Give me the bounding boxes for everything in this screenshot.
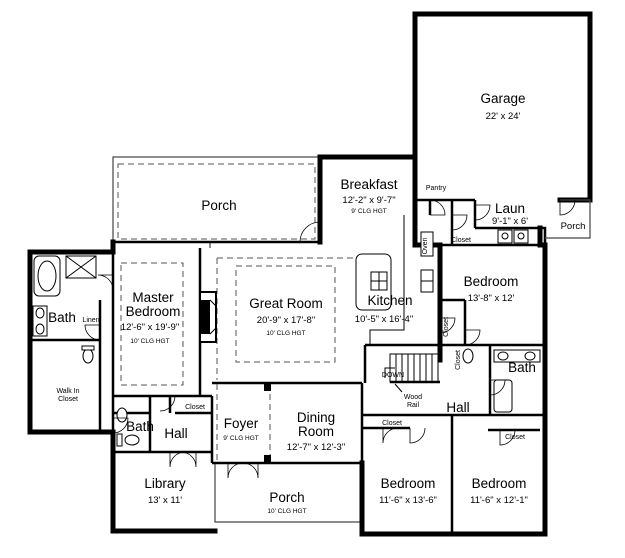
stair [384,353,440,384]
bath-east-label: Bath [508,360,536,375]
dining-label-2: Room [298,424,334,439]
porch-side-label: Porch [561,221,586,232]
walkin-label-1: Walk In [56,388,79,395]
laun-label: Laun [495,201,525,216]
master-dim: 12'-6" x 19'-9" [121,322,179,333]
bath-west-label: Bath [126,419,154,434]
dining-dim: 12'-7" x 12'-3" [287,442,345,453]
great-room-dim: 20'-9" x 17'-8" [257,315,315,326]
master-bath-fixtures [32,255,97,364]
columns [264,383,271,463]
closet-laun-label: Closet [451,237,471,244]
library-dim: 13' x 11' [148,495,182,506]
breakfast-label: Breakfast [340,177,397,192]
room-labels: Garage 22' x 24' Breakfast 12'-2" x 9'-7… [48,91,585,515]
bedroom-s1-dim: 11'-6" x 13'-6" [379,495,437,506]
kitchen-label: Kitchen [367,293,412,308]
breakfast-clg: 9' CLG HGT [351,208,387,215]
closet-s2-label: Closet [505,434,525,441]
bedroom-ne-label: Bedroom [464,274,519,289]
master-label-2: Bedroom [126,304,181,319]
garage-label: Garage [480,91,525,106]
oven-label: Oven [422,238,429,255]
west-bath-fixtures [116,407,140,447]
foyer-label: Foyer [224,416,259,431]
laundry-fixtures [497,229,529,244]
closet-s1-label: Closet [382,420,402,427]
closet-foyer-label: Closet [185,404,205,411]
breakfast-dim: 12'-2" x 9'-7" [342,195,395,206]
kitchen-counters [369,215,434,345]
hall-east-label: Hall [446,400,469,415]
kitchen-dim: 10'-5" x 16'-4" [355,314,413,325]
closet-bed-ne-label: Closet [443,317,450,337]
great-room-clg: 10' CLG HGT [266,330,305,337]
hall-west-label: Hall [164,426,187,441]
garage-walls [412,11,593,203]
closet-hall-label: Closet [455,350,462,370]
dining-label-1: Dining [297,410,335,425]
door-swings [84,199,576,479]
bedroom-ne-dim: 13'-8" x 12' [468,293,515,304]
porch-rear-label: Porch [201,198,236,213]
laun-dim: 9'-1" x 6' [492,216,528,227]
east-bath-fixtures [462,348,541,413]
pantry-label: Pantry [426,185,447,192]
master-clg: 10' CLG HGT [130,338,169,345]
garage-dim: 22' x 24' [486,111,521,122]
exterior-walls [27,154,591,537]
linen-label: Linen [82,317,99,324]
porch-front-clg: 10' CLG HGT [267,508,306,515]
porch-front-label: Porch [269,490,304,505]
master-bath-label: Bath [48,310,76,325]
master-label-1: Master [132,290,174,305]
kitchen-island [355,253,392,311]
library-label: Library [144,476,186,491]
wood-rail-label-1: Wood [404,394,422,401]
fireplace [199,291,217,343]
bedroom-s2-dim: 11'-6" x 12'-1" [470,495,528,506]
great-room-label: Great Room [249,296,323,311]
walkin-label-2: Closet [58,396,78,403]
bedroom-s1-label: Bedroom [381,476,436,491]
down-label: DOWN [382,372,404,379]
foyer-clg: 9' CLG HGT [223,435,259,442]
bedroom-s2-label: Bedroom [472,476,527,491]
wood-rail-label-2: Rail [407,402,420,409]
